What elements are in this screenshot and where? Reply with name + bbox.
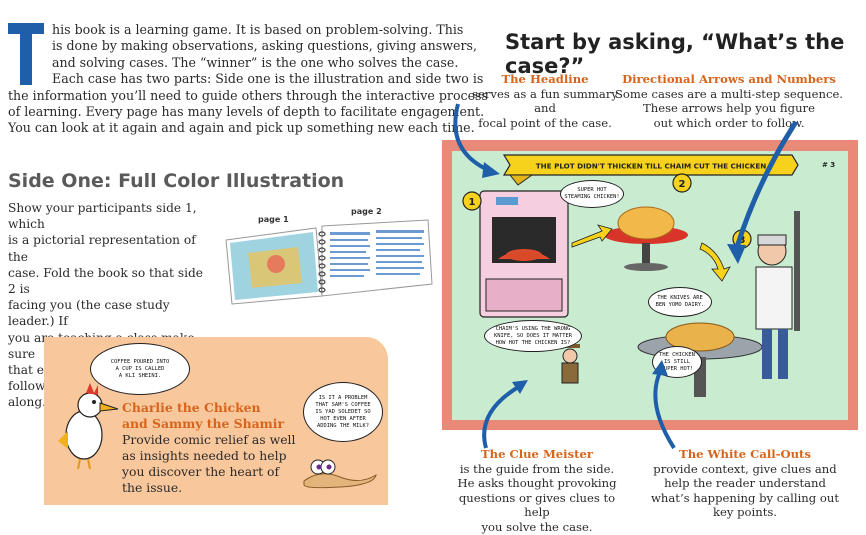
arrows-line: out which order to follow.: [653, 115, 805, 130]
side-one-line: facing you (the case study leader.) If: [8, 298, 170, 329]
step-3-number: 3: [739, 235, 746, 246]
side-one-line: is a pictorial representation of the: [8, 233, 196, 264]
side-one-line: along.: [8, 395, 47, 410]
arrows-line: These arrows help you figure: [643, 101, 815, 116]
comic-page-number: # 3: [822, 161, 835, 169]
start-heading: Start by asking, “What’s the case?”: [505, 30, 845, 78]
white-callouts-callout: The White Call-Outs provide context, giv…: [640, 447, 850, 520]
bubble-clue-meister: CHAIM'S USING THE WRONG KNIFE, SO DOES I…: [484, 320, 582, 352]
bubble-line: STEAMING CHICKEN!: [564, 194, 620, 200]
comic-scene: THE PLOT DIDN'T THICKEN TILL CHAIM CUT T…: [462, 154, 835, 397]
arrows-title: Directional Arrows and Numbers: [622, 72, 836, 86]
step-1-number: 1: [469, 197, 476, 208]
bubble-line: THAT SAM'S COFFEE: [315, 401, 371, 408]
bubble-line: SUPER HOT!: [660, 365, 694, 372]
clue-line: He asks thought provoking: [457, 476, 617, 491]
bubble-line: COFFEE POURED INTO: [110, 358, 170, 365]
charlie-title-line: Charlie the Chicken: [122, 400, 261, 415]
white-line: provide context, give clues and: [653, 461, 837, 476]
headline-line: serves as a fun summary and: [472, 86, 618, 116]
bubble-line: KNIFE, SO DOES IT MATTER: [494, 332, 572, 339]
bubble-chicken-hot: THE CHICKEN IS STILL SUPER HOT!: [652, 346, 702, 378]
side-one-line: case. Fold the book so that side 2 is: [8, 265, 203, 297]
bubble-line: THE CHICKEN: [659, 351, 695, 358]
page-2-label: page 2: [351, 207, 382, 216]
white-line: key points.: [713, 505, 777, 520]
charlie-body-line: you discover the heart of: [122, 464, 280, 479]
bubble-line: HOW HOT THE CHICKEN IS?: [495, 339, 571, 346]
clue-line: is the guide from the side.: [459, 461, 615, 476]
banner-text: THE PLOT DIDN'T THICKEN TILL CHAIM CUT T…: [536, 162, 767, 171]
charlie-body-line: Provide comic relief as well: [122, 432, 296, 447]
white-line: help the reader understand: [664, 476, 826, 491]
intro-line: You can look at it again and again and p…: [8, 120, 475, 136]
drop-cap-letter: T: [8, 22, 9, 23]
charlie-title-line: and Sammy the Shamir: [122, 416, 284, 431]
headline-callout: The Headline serves as a fun summary and…: [460, 72, 630, 130]
bubble-super-hot: SUPER HOT STEAMING CHICKEN!: [560, 180, 624, 208]
bubble-line: THE KNIVES ARE: [657, 295, 703, 301]
arrows-line: Some cases are a multi-step sequence.: [614, 86, 843, 101]
charlie-text: Charlie the Chicken and Sammy the Shamir…: [122, 400, 295, 496]
bubble-line: IS IT A PROBLEM: [318, 394, 368, 401]
thought-bubble-problem: IS IT A PROBLEM THAT SAM'S COFFEE IS YAD…: [303, 382, 383, 442]
bubble-knives: THE KNIVES ARE BEN YOMO DAIRY.: [648, 287, 712, 317]
bubble-line: IS YAD SOLEDET SO: [315, 408, 371, 415]
intro-line: Each case has two parts: Side one is the…: [52, 71, 484, 87]
bubble-line: ADDING THE MILK?: [317, 422, 369, 429]
bubble-line: IS STILL: [664, 358, 690, 365]
step-2-number: 2: [679, 179, 686, 190]
bubble-line: A KLI SHEINI.: [118, 372, 162, 379]
intro-line: and solving cases. The “winner” is the o…: [52, 54, 459, 70]
intro-line: his book is a learning game. It is based…: [52, 22, 464, 37]
side-one-heading: Side One: Full Color Illustration: [8, 170, 345, 192]
bubble-line: SUPER HOT: [577, 187, 607, 193]
intro-line: the information you’ll need to guide oth…: [8, 87, 488, 103]
bubble-line: HOT EVEN AFTER: [320, 415, 366, 422]
sammy-shamir-character: [303, 459, 377, 489]
intro-line: of learning. Every page has many levels …: [8, 104, 485, 119]
charlie-body-line: the issue.: [122, 480, 183, 495]
bubble-line: A CUP IS CALLED: [115, 365, 165, 372]
clue-meister-callout: The Clue Meister is the guide from the s…: [448, 447, 626, 535]
clue-line: questions or gives clues to help: [458, 490, 616, 520]
drop-cap-t: T: [8, 22, 44, 85]
arrows-callout: Directional Arrows and Numbers Some case…: [614, 72, 844, 130]
white-line: what’s happening by calling out: [651, 490, 839, 505]
clue-line: you solve the case.: [481, 519, 593, 534]
book-illustration: page 1 page 2: [225, 207, 433, 305]
clue-title: The Clue Meister: [481, 447, 593, 461]
bubble-line: BEN YOMO DAIRY.: [655, 302, 705, 308]
headline-line: focal point of the case.: [478, 115, 612, 130]
bubble-line: CHAIM'S USING THE WRONG: [495, 325, 571, 332]
charlie-chicken-character: [58, 383, 119, 470]
speech-bubble-coffee: COFFEE POURED INTO A CUP IS CALLED A KLI…: [90, 343, 190, 395]
intro-line: is done by making observations, asking q…: [52, 38, 477, 54]
headline-title: The Headline: [501, 72, 589, 86]
charlie-body-line: as insights needed to help: [122, 448, 287, 463]
side-one-line: Show your participants side 1, which: [8, 201, 197, 232]
white-title: The White Call-Outs: [679, 447, 811, 461]
page-1-label: page 1: [258, 215, 289, 224]
